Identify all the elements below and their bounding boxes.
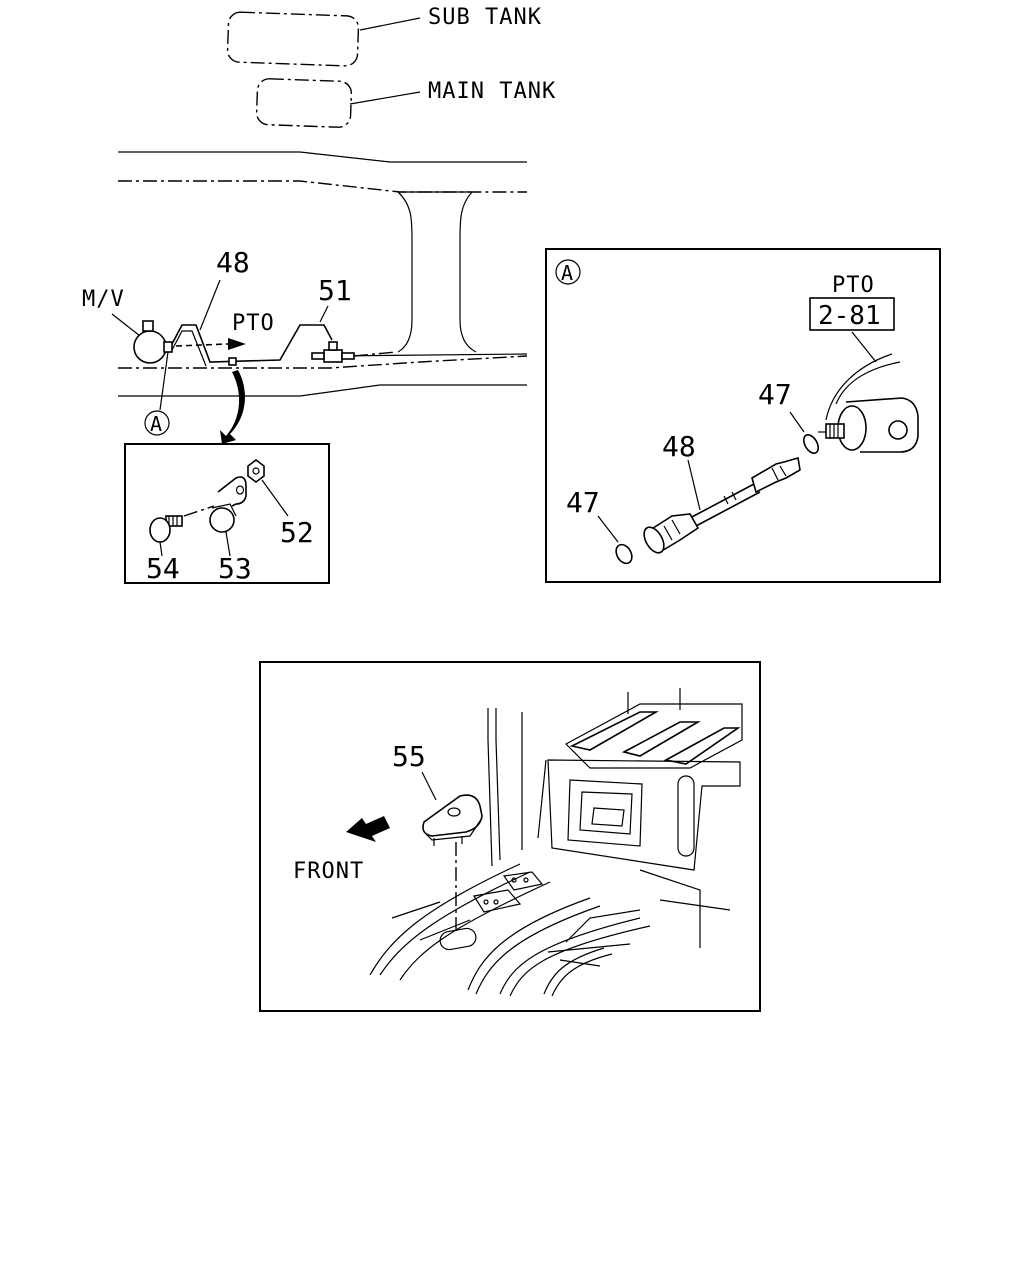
front-label: FRONT [293,859,364,884]
clamp-parts: 54 53 52 [146,459,314,585]
oring-47-lower: 47 [566,486,633,565]
part-55-label: 55 [392,740,426,773]
detail-pto-label: PTO [832,273,875,298]
ref-page-number: 2-81 [818,301,881,331]
bolt-54: 54 [146,505,215,585]
part-52-label: 52 [280,516,314,549]
nut-52: 52 [247,459,314,549]
detail-a-header: A [555,259,581,285]
pto-label: PTO [232,311,275,336]
part-53-label: 53 [218,552,252,585]
main-tank: MAIN TANK [255,78,556,128]
pipe-48-detail: 48 [643,430,801,554]
part-48-detail-label: 48 [662,430,696,463]
detail-a-box [545,248,941,583]
part-48-label: 48 [216,246,250,279]
ref-page-box [809,297,895,331]
callout-a-marker: A [144,351,170,436]
oring-47-upper: 47 [758,378,820,454]
callout-a-text: A [150,412,163,436]
pipe-51: 51 [311,274,397,363]
detail-a-letter: A [561,261,574,285]
sub-tank-label: SUB TANK [428,5,542,30]
part-47-upper-label: 47 [758,378,792,411]
mv-assembly: M/V [82,287,173,364]
pto-housing [818,353,919,453]
floor-detail-box [259,661,761,1012]
part-51-label: 51 [318,274,352,307]
mv-label: M/V [82,287,125,312]
sub-tank: SUB TANK [226,5,542,67]
part-47-lower-label: 47 [566,486,600,519]
pipe-48: 48 [171,246,333,367]
part-54-label: 54 [146,552,180,585]
clamp-detail-box [124,443,330,584]
plug-55: 55 [392,740,483,932]
floor-structure [369,688,743,997]
main-tank-label: MAIN TANK [428,79,556,104]
detail-arrow [220,370,245,444]
clamp-53: 53 [209,476,252,585]
pto-reference: PTO 2-81 [809,273,895,363]
front-direction: FRONT [293,816,390,884]
front-arrow-icon [346,816,390,842]
pto-arrow: PTO [175,311,275,350]
